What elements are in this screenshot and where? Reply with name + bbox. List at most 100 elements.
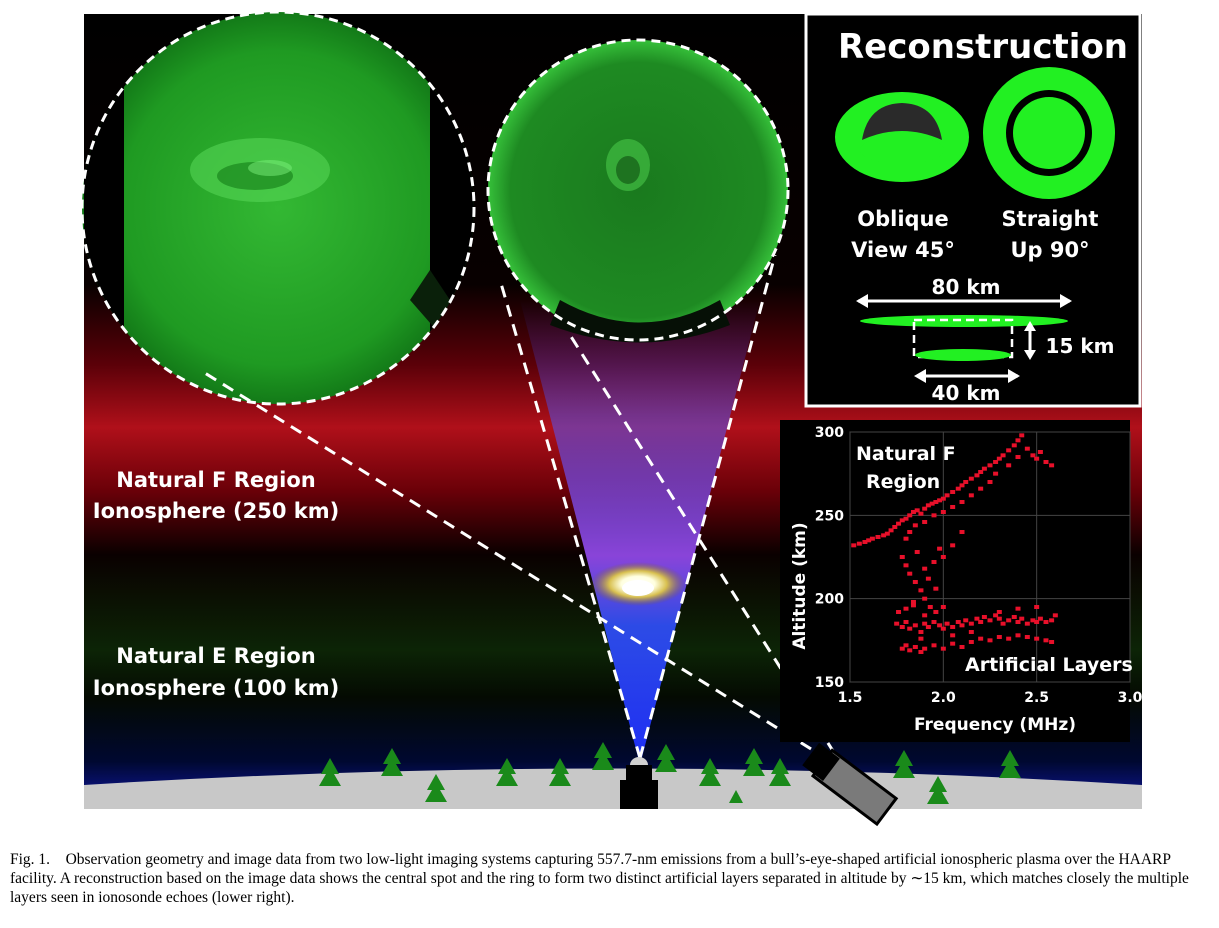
data-point: [974, 616, 980, 621]
data-point: [963, 480, 969, 484]
data-point: [940, 510, 946, 514]
tree-icon: [743, 748, 765, 776]
data-point: [1015, 606, 1021, 611]
data-point: [1049, 640, 1055, 644]
data-point: [888, 528, 894, 533]
annotation-artificial-layers: Artificial Layers: [965, 654, 1133, 676]
data-point: [918, 511, 924, 516]
tree-icon: [496, 758, 518, 786]
data-point: [937, 498, 943, 503]
data-point: [1030, 453, 1036, 458]
data-point: [925, 625, 931, 629]
data-point: [940, 555, 946, 559]
data-point: [959, 530, 965, 534]
y-tick-labels: 150 200 250 300: [815, 425, 844, 691]
data-point: [981, 466, 987, 471]
data-point: [1034, 605, 1040, 609]
data-point: [993, 613, 999, 618]
tree-icon: [769, 758, 791, 786]
data-point: [963, 618, 969, 623]
data-point: [978, 636, 984, 641]
caption-text: Observation geometry and image data from…: [10, 851, 1189, 906]
data-point: [1034, 620, 1040, 624]
data-point: [899, 646, 905, 651]
data-point: [922, 596, 928, 601]
data-point: [929, 501, 935, 506]
data-point: [894, 621, 900, 626]
data-point: [903, 606, 909, 611]
data-point: [910, 600, 916, 604]
oblique-label: View 45°: [851, 238, 955, 262]
data-point: [996, 635, 1002, 639]
x-axis-label: Frequency (MHz): [914, 715, 1076, 735]
data-point: [907, 571, 913, 576]
data-point: [903, 620, 909, 624]
haarp-facility: [620, 757, 658, 809]
data-point: [950, 543, 956, 548]
data-point: [931, 643, 937, 648]
tree-icon: [592, 742, 614, 770]
data-point: [937, 546, 943, 551]
data-point: [940, 605, 946, 609]
data-point: [1006, 448, 1012, 453]
data-point: [933, 500, 939, 504]
data-point: [968, 621, 974, 626]
data-point: [1015, 455, 1021, 459]
data-point: [922, 566, 928, 571]
data-point: [925, 503, 931, 508]
data-point: [950, 625, 956, 629]
data-point: [933, 610, 939, 614]
data-point: [881, 533, 887, 538]
data-point: [896, 521, 902, 526]
data-point: [907, 530, 913, 534]
data-point: [1011, 443, 1017, 448]
data-point: [1015, 633, 1021, 638]
data-point: [899, 555, 905, 559]
data-point: [1024, 446, 1030, 451]
y-tick-label: 300: [815, 425, 844, 441]
data-point: [1006, 636, 1012, 641]
data-point: [950, 490, 956, 494]
f-region-label: Ionosphere (250 km): [93, 499, 339, 523]
tree-icon: [927, 776, 949, 804]
data-point: [981, 615, 987, 619]
data-point: [940, 496, 946, 501]
data-point: [912, 623, 918, 628]
data-point: [937, 623, 943, 628]
data-point: [931, 513, 937, 518]
tree-icon: [425, 774, 447, 802]
data-point: [978, 486, 984, 491]
x-tick-label: 1.5: [838, 690, 863, 706]
oblique-label: Oblique: [857, 207, 949, 231]
data-point: [903, 516, 909, 521]
data-point: [931, 620, 937, 624]
data-point: [950, 633, 956, 638]
tree-icon: [549, 758, 571, 786]
reconstruction-panel: Reconstruction Oblique View 45° Straight…: [804, 12, 1142, 408]
y-tick-label: 250: [815, 508, 844, 524]
data-point: [869, 536, 875, 541]
data-point: [1034, 456, 1040, 461]
dim-80-label: 80 km: [932, 275, 1001, 299]
data-point: [903, 536, 909, 541]
data-point: [940, 646, 946, 651]
y-tick-label: 150: [815, 675, 844, 691]
data-point: [927, 605, 933, 609]
tree-icon: [381, 748, 403, 776]
data-point: [974, 473, 980, 478]
data-point: [1015, 620, 1021, 624]
data-point: [996, 456, 1002, 461]
data-point: [1049, 618, 1055, 623]
data-point: [907, 648, 913, 653]
zenith-camera-image: [486, 38, 790, 343]
data-point: [903, 563, 909, 568]
data-point: [899, 518, 905, 523]
data-point: [907, 513, 913, 518]
x-tick-label: 2.5: [1024, 690, 1049, 706]
y-tick-label: 200: [815, 592, 844, 608]
data-point: [993, 460, 999, 464]
data-point: [959, 483, 965, 488]
data-point: [959, 500, 965, 504]
